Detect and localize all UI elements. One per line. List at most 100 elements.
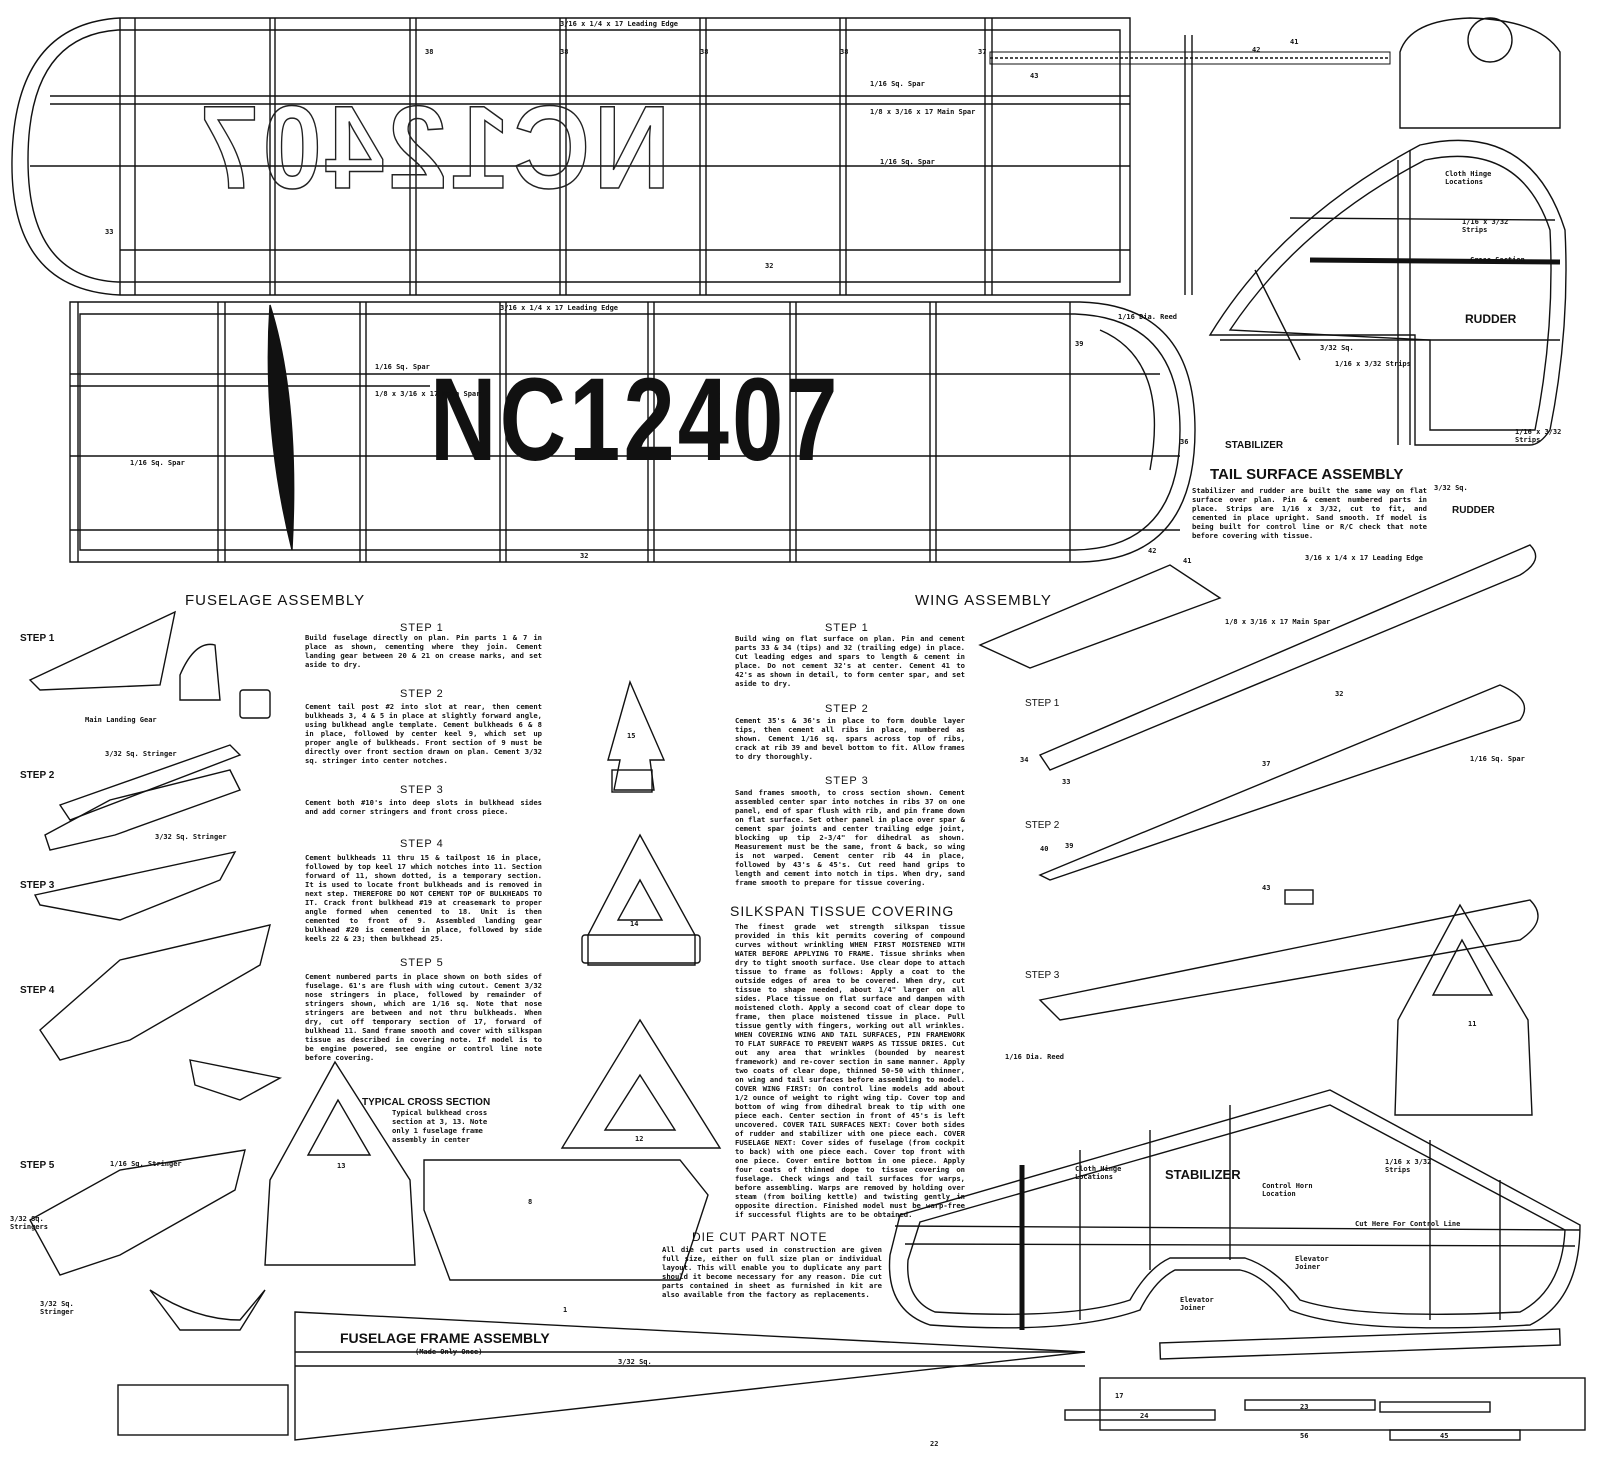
tail-assembly-title: TAIL SURFACE ASSEMBLY [1210, 466, 1404, 483]
fuselage-side-step-5: STEP 5 [20, 1160, 55, 1171]
part-36-bottom: 36 [1180, 438, 1189, 446]
cross-section-title: TYPICAL CROSS SECTION [362, 1097, 491, 1108]
part-42-sketch: 42 [1148, 547, 1157, 555]
part-11: 11 [1468, 1020, 1477, 1028]
fuselage-step-5-heading: STEP 5 [400, 957, 444, 969]
part-56: 56 [1300, 1432, 1309, 1440]
wing-leading-edge-label-top: 3/16 x 1/4 x 17 Leading Edge [560, 20, 679, 28]
cross-section-label-tail: Cross Section [1470, 256, 1525, 264]
part-41-sketch: 41 [1183, 557, 1192, 565]
fuselage-step-2-text: Cement tail post #2 into slot at rear, t… [305, 702, 542, 765]
wing-reed-label: 1/16 Dia. Reed [1118, 313, 1178, 321]
wing-side-step-3: STEP 3 [1025, 970, 1060, 981]
fuselage-step-sketches [28, 610, 283, 1331]
wing-main-spar-label-top: 1/8 x 3/16 x 17 Main Spar [870, 108, 976, 116]
fuselage-step-2-heading: STEP 2 [400, 688, 444, 700]
fuselage-step-1-heading: STEP 1 [400, 622, 444, 634]
fuselage-step-3-heading: STEP 3 [400, 784, 444, 796]
part-33-top: 33 [105, 228, 114, 236]
die-cut-text: All die cut parts used in construction a… [662, 1245, 882, 1299]
part-45: 45 [1440, 1432, 1449, 1440]
stringer-label-e: 3/32 Sq. Stringer [40, 1300, 74, 1316]
part-37-top: 37 [978, 48, 987, 56]
part-38-b: 38 [560, 48, 569, 56]
wing-step-2-heading: STEP 2 [825, 703, 869, 715]
wing-step-sketches [978, 544, 1539, 1021]
part-43-sketch: 43 [1262, 884, 1271, 892]
stringer-label-b: 3/32 Sq. Stringer [155, 833, 227, 841]
part-8: 8 [528, 1198, 533, 1206]
main-landing-gear-label: Main Landing Gear [85, 716, 157, 724]
part-39-bottom: 39 [1075, 340, 1084, 348]
part-38-d: 38 [840, 48, 849, 56]
wing-main-spar-sketch-label: 1/8 x 3/16 x 17 Main Spar [1225, 618, 1331, 626]
cross-section-text: Typical bulkhead cross section at 3, 13.… [392, 1108, 488, 1144]
wing-main-spar-label-bottom: 1/8 x 3/16 x 17 Main Spar [375, 390, 481, 398]
sq-label-rudder-sketch: 3/32 Sq. [1434, 484, 1468, 492]
part-38-a: 38 [425, 48, 434, 56]
fuselage-side-step-2: STEP 2 [20, 770, 55, 781]
rudder-sketch-label: RUDDER [1452, 505, 1495, 516]
wing-step-1-text: Build wing on flat surface on plan. Pin … [735, 634, 965, 688]
cut-control-line-label: Cut Here For Control Line [1355, 1220, 1461, 1228]
wing-step-2-text: Cement 35's & 36's in place to form doub… [735, 716, 965, 761]
rudder-label: RUDDER [1465, 312, 1517, 326]
frame-sq-label: 3/32 Sq. [618, 1358, 652, 1366]
wing-leading-edge-label-bottom: 3/16 x 1/4 x 17 Leading Edge [500, 304, 619, 312]
sq-label-tail: 3/32 Sq. [1320, 344, 1354, 352]
part-39-sketch: 39 [1065, 842, 1074, 850]
part-22: 22 [930, 1440, 939, 1448]
elevator-joiner-label-a: Elevator Joiner [1295, 1255, 1329, 1271]
wing-cross-section [267, 304, 295, 551]
wing-side-step-1: STEP 1 [1025, 698, 1060, 709]
part-32-bottom: 32 [580, 552, 589, 560]
part-23: 23 [1300, 1403, 1309, 1411]
part-41-top: 41 [1290, 38, 1299, 46]
rudder-plan [1208, 17, 1567, 446]
covering-title: SILKSPAN TISSUE COVERING [730, 903, 955, 919]
fuselage-step-4-heading: STEP 4 [400, 838, 444, 850]
fuselage-frame-plan [117, 1311, 1586, 1441]
wing-sq-spar-label-bottom: 1/16 Sq. Spar [375, 363, 430, 371]
die-cut-parts [264, 679, 1533, 1281]
part-38-c: 38 [700, 48, 709, 56]
part-42-top: 42 [1252, 46, 1261, 54]
wing-sq-spar-label-mid: 1/16 Sq. Spar [880, 158, 935, 166]
part-13: 13 [337, 1162, 346, 1170]
part-14: 14 [630, 920, 639, 928]
stringer-label-c: 1/16 Sq. Stringer [110, 1160, 182, 1168]
tail-assembly-text: Stabilizer and rudder are built the same… [1192, 486, 1427, 540]
strips-label-rudder-sketch: 1/16 x 3/32 Strips [1515, 428, 1562, 444]
wing-sq-spar-sketch-label: 1/16 Sq. Spar [1470, 755, 1525, 763]
strips-label-stab-sketch: 1/16 x 3/32 Strips [1335, 360, 1411, 368]
registration-large: NC12407 [430, 354, 841, 486]
stabilizer-sketch-label: STABILIZER [1225, 440, 1284, 451]
stabilizer-plan-label: STABILIZER [1165, 1167, 1241, 1182]
wing-step-3-heading: STEP 3 [825, 775, 869, 787]
wing-step-1-heading: STEP 1 [825, 622, 869, 634]
strips-label-top: 1/16 x 3/32 Strips [1462, 218, 1509, 234]
covering-text: The finest grade wet strength silkspan t… [735, 922, 965, 1219]
elevator-joiner-label-b: Elevator Joiner [1180, 1296, 1214, 1312]
wing-sq-spar-label-top: 1/16 Sq. Spar [870, 80, 925, 88]
registration-mirrored: NC12407 [196, 81, 671, 214]
part-40-sketch: 40 [1040, 845, 1049, 853]
fuselage-side-step-4: STEP 4 [20, 985, 55, 996]
part-33-sketch: 33 [1062, 778, 1071, 786]
control-horn-label: Control Horn Location [1262, 1182, 1313, 1198]
part-1: 1 [563, 1306, 568, 1314]
strips-label-stab: 1/16 x 3/32 Strips [1385, 1158, 1432, 1174]
part-34-sketch: 34 [1020, 756, 1029, 764]
wing-assembly-title: WING ASSEMBLY [915, 592, 1052, 609]
fuselage-step-3-text: Cement both #10's into deep slots in bul… [305, 798, 542, 816]
part-32-sketch: 32 [1335, 690, 1344, 698]
stringer-label-a: 3/32 Sq. Stringer [105, 750, 177, 758]
part-43-top: 43 [1030, 72, 1039, 80]
fuselage-step-4-text: Cement bulkheads 11 thru 15 & tailpost 1… [305, 853, 542, 943]
cloth-hinge-label-top: Cloth Hinge Locations [1445, 170, 1492, 186]
part-17: 17 [1115, 1392, 1124, 1400]
die-cut-title: DIE CUT PART NOTE [692, 1230, 828, 1244]
bottom-wing-panel [69, 301, 1196, 563]
part-32-top: 32 [765, 262, 774, 270]
